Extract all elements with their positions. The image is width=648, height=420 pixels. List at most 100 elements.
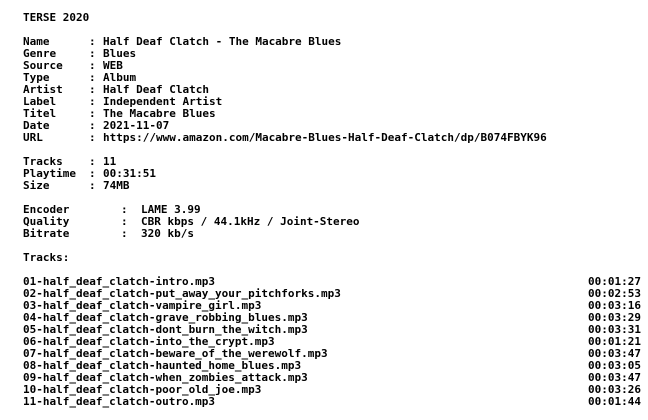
track-list: 01-half_deaf_clatch-intro.mp3 00:01:27 02… xyxy=(23,276,641,408)
field-separator: : xyxy=(89,120,96,132)
field-separator: : xyxy=(121,228,128,240)
field-separator: : xyxy=(121,216,128,228)
track-row: 04-half_deaf_clatch-grave_robbing_blues.… xyxy=(23,312,641,324)
spacer xyxy=(23,24,641,36)
field-label: Source xyxy=(23,60,63,72)
track-filename: 05-half_deaf_clatch-dont_burn_the_witch.… xyxy=(23,323,308,336)
field-separator: : xyxy=(89,180,96,192)
track-duration: 00:01:21 xyxy=(588,335,641,348)
field-value: 74MB xyxy=(103,180,130,192)
track-duration: 00:01:27 xyxy=(588,275,641,288)
field-separator: : xyxy=(89,108,96,120)
track-duration: 00:03:47 xyxy=(588,371,641,384)
field-separator: : xyxy=(121,204,128,216)
track-filename: 02-half_deaf_clatch-put_away_your_pitchf… xyxy=(23,287,341,300)
field-titel: Titel: The Macabre Blues xyxy=(23,108,641,120)
track-duration: 00:02:53 xyxy=(588,287,641,300)
track-filename: 10-half_deaf_clatch-poor_old_joe.mp3 xyxy=(23,383,262,396)
field-label: Date xyxy=(23,120,50,132)
spacer xyxy=(23,192,641,204)
field-value: 00:31:51 xyxy=(103,168,156,180)
stats-section: Tracks:11 Playtime:00:31:51 Size:74MB xyxy=(23,156,641,192)
field-label: Label xyxy=(23,96,57,108)
field-url: URL: https://www.amazon.com/Macabre-Blues… xyxy=(23,132,641,144)
field-value: Half Deaf Clatch - The Macabre Blues xyxy=(103,36,342,48)
field-separator: : xyxy=(89,156,96,168)
spacer xyxy=(23,144,641,156)
field-separator: : xyxy=(89,132,96,144)
field-value: LAME 3.99 xyxy=(141,204,201,216)
field-source: Source: WEB xyxy=(23,60,641,72)
track-row: 02-half_deaf_clatch-put_away_your_pitchf… xyxy=(23,288,641,300)
track-duration: 00:01:44 xyxy=(588,395,641,408)
field-label: Type xyxy=(23,72,50,84)
field-bitrate: Bitrate: 320 kb/s xyxy=(23,228,641,240)
field-genre: Genre: Blues xyxy=(23,48,641,60)
tracks-heading: Tracks: xyxy=(23,252,70,264)
track-filename: 03-half_deaf_clatch-vampire_girl.mp3 xyxy=(23,299,262,312)
track-row: 08-half_deaf_clatch-haunted_home_blues.m… xyxy=(23,360,641,372)
track-duration: 00:03:05 xyxy=(588,359,641,372)
track-filename: 09-half_deaf_clatch-when_zombies_attack.… xyxy=(23,371,308,384)
track-filename: 08-half_deaf_clatch-haunted_home_blues.m… xyxy=(23,359,302,372)
field-label: Quality xyxy=(23,216,70,228)
field-quality: Quality:CBR kbps / 44.1kHz / Joint-Stere… xyxy=(23,216,641,228)
field-value: Album xyxy=(103,72,137,84)
field-date: Date:2021-11-07 xyxy=(23,120,641,132)
track-row: 11-half_deaf_clatch-outro.mp3 00:01:44 xyxy=(23,396,641,408)
track-duration: 00:03:16 xyxy=(588,299,641,312)
field-label: Tracks xyxy=(23,156,63,168)
track-duration: 00:03:26 xyxy=(588,383,641,396)
track-row: 10-half_deaf_clatch-poor_old_joe.mp3 00:0… xyxy=(23,384,641,396)
field-playtime: Playtime:00:31:51 xyxy=(23,168,641,180)
field-label: Size xyxy=(23,180,50,192)
track-filename: 01-half_deaf_clatch-intro.mp3 xyxy=(23,275,216,288)
field-label: Playtime xyxy=(23,168,76,180)
field-label: Titel xyxy=(23,108,57,120)
track-filename: 07-half_deaf_clatch-beware_of_the_werewo… xyxy=(23,347,328,360)
field-label: Encoder xyxy=(23,204,70,216)
field-value: Blues xyxy=(103,48,137,60)
field-value: The Macabre Blues xyxy=(103,108,216,120)
field-label: Name xyxy=(23,36,50,48)
track-filename: 06-half_deaf_clatch-into_the_crypt.mp3 xyxy=(23,335,275,348)
field-label: Artist xyxy=(23,84,63,96)
field-separator: : xyxy=(89,48,96,60)
track-row: 09-half_deaf_clatch-when_zombies_attack.… xyxy=(23,372,641,384)
field-value: Half Deaf Clatch xyxy=(103,84,209,96)
track-filename: 11-half_deaf_clatch-outro.mp3 xyxy=(23,395,216,408)
field-label: URL xyxy=(23,132,43,144)
field-value: Independent Artist xyxy=(103,96,223,108)
field-separator: : xyxy=(89,84,96,96)
field-value: WEB xyxy=(103,60,123,72)
spacer xyxy=(23,240,641,252)
encoding-section: Encoder: LAME 3.99 Quality:CBR kbps / 44.… xyxy=(23,204,641,240)
field-separator: : xyxy=(89,96,96,108)
field-separator: : xyxy=(89,36,96,48)
field-tracks-count: Tracks:11 xyxy=(23,156,641,168)
track-duration: 00:03:29 xyxy=(588,311,641,324)
field-encoder: Encoder: LAME 3.99 xyxy=(23,204,641,216)
track-row: 03-half_deaf_clatch-vampire_girl.mp3 00:0… xyxy=(23,300,641,312)
field-separator: : xyxy=(89,168,96,180)
field-label-name: Label: Independent Artist xyxy=(23,96,641,108)
track-filename: 04-half_deaf_clatch-grave_robbing_blues.… xyxy=(23,311,308,324)
track-row: 06-half_deaf_clatch-into_the_crypt.mp3 00… xyxy=(23,336,641,348)
field-separator: : xyxy=(89,72,96,84)
url-text: https://www.amazon.com/Macabre-Blues-Hal… xyxy=(103,132,547,144)
field-label: Bitrate xyxy=(23,228,70,240)
field-value: 11 xyxy=(103,156,117,168)
track-row: 05-half_deaf_clatch-dont_burn_the_witch.… xyxy=(23,324,641,336)
field-value: 320 kb/s xyxy=(141,228,194,240)
release-info-document: TERSE 2020 Name: Half Deaf Clatch - The M… xyxy=(23,12,641,408)
document-title: TERSE 2020 xyxy=(23,12,90,24)
track-duration: 00:03:31 xyxy=(588,323,641,336)
field-value: 2021-11-07 xyxy=(103,120,170,132)
field-label: Genre xyxy=(23,48,57,60)
field-artist: Artist: Half Deaf Clatch xyxy=(23,84,641,96)
track-row: 01-half_deaf_clatch-intro.mp3 00:01:27 xyxy=(23,276,641,288)
field-separator: : xyxy=(89,60,96,72)
field-size: Size:74MB xyxy=(23,180,641,192)
track-duration: 00:03:47 xyxy=(588,347,641,360)
field-type: Type: Album xyxy=(23,72,641,84)
